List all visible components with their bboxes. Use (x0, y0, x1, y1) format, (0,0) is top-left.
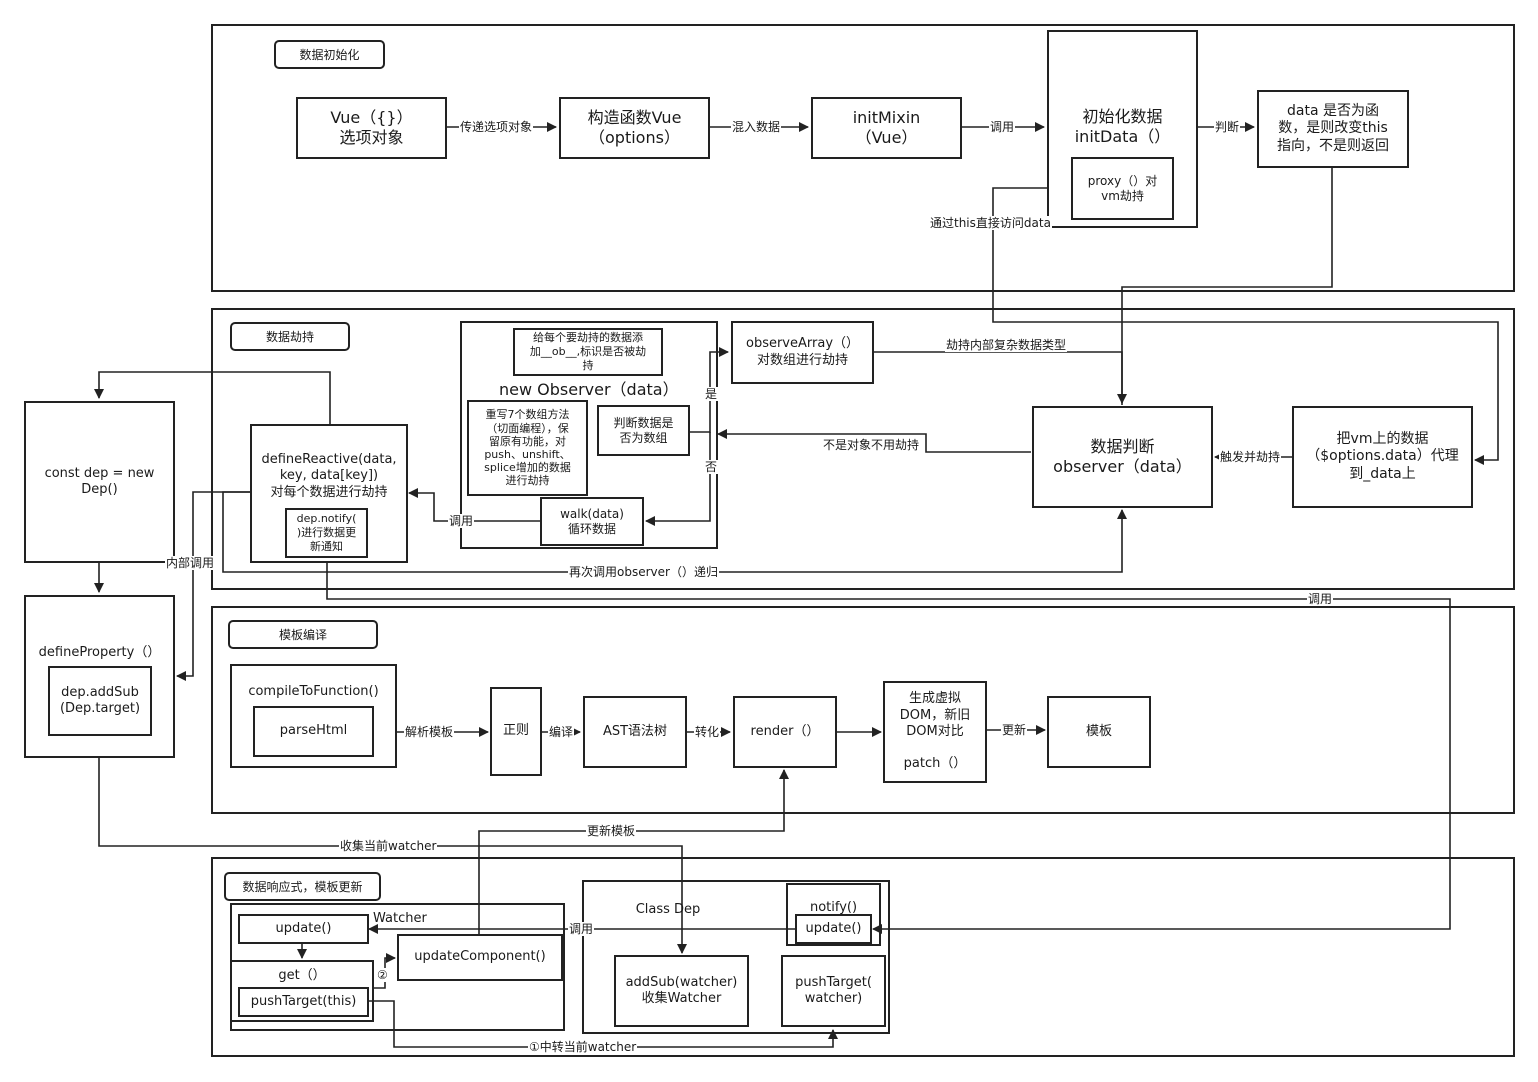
edge-label-hijack-inner: 劫持内部复杂数据类型 (945, 338, 1068, 352)
node-push-target-this: pushTarget(this) (238, 987, 369, 1017)
section-hijack (211, 308, 1515, 590)
edge-relay-watcher (369, 1000, 838, 1048)
node-const-dep: const dep = new Dep() (24, 401, 175, 563)
node-template: 模板 (1047, 696, 1151, 768)
node-vdom-patch: 生成虚拟 DOM，新旧 DOM对比 patch（） (883, 681, 987, 783)
edge-walk-to-definereactive (408, 488, 541, 522)
group-class-dep: Class Dep (582, 880, 890, 1034)
edge-definereactive-to-dep (94, 371, 331, 424)
node-parse-html: parseHtml (253, 706, 374, 757)
edge-label-trigger-hijack: 触发并劫持 (1219, 450, 1282, 464)
edge-label-call-initdata: 调用 (989, 120, 1016, 134)
node-add-sub-watcher: addSub(watcher) 收集Watcher (614, 955, 749, 1027)
node-add-ob-flag: 给每个要劫持的数据添 加__ob__,标识是否被劫 持 (513, 328, 663, 376)
edge-label-compile: 编译 (548, 725, 575, 739)
node-walk: walk(data) 循环数据 (540, 497, 644, 546)
edge-label-yes: 是 (704, 387, 719, 401)
edge-label-collect-watcher: 收集当前watcher (339, 839, 438, 853)
node-update-component: updateComponent() (397, 934, 563, 981)
edge-internal-call (176, 491, 251, 681)
node-regex: 正则 (490, 687, 542, 776)
edge-proxy-access (992, 187, 1499, 465)
node-vm-proxy: 把vm上的数据 （$options.data）代理 到_data上 (1292, 406, 1473, 508)
section-init (211, 24, 1515, 292)
node-init-mixin: initMixin （Vue） (811, 97, 962, 159)
edge-label-internal-call: 内部调用 (165, 556, 216, 570)
edge-label-call-notify: 调用 (1307, 592, 1334, 606)
edge-label-update-dom: 更新 (1001, 723, 1028, 737)
node-watcher-update: update() (238, 914, 369, 944)
edge-label-access-via-this: 通过this直接访问data (929, 216, 1052, 230)
edge-label-parse-template: 解析模板 (404, 725, 455, 739)
section-title-compile: 模板编译 (228, 620, 378, 649)
section-compile (211, 606, 1515, 814)
section-reactive (211, 857, 1515, 1057)
node-vue-options: Vue（{}） 选项对象 (296, 97, 447, 159)
node-rewrite-array-methods: 重写7个数组方法 （切面编程），保 留原有功能，对 push、unshift、 … (467, 400, 588, 496)
label-watcher: Watcher (373, 911, 427, 926)
edge-label-recursive: 再次调用observer（）递归 (568, 565, 719, 579)
node-observe-array: observeArray（） 对数组进行劫持 (731, 321, 874, 384)
edge-label-call-update: 调用 (568, 922, 595, 936)
node-observer-judge: 数据判断 observer（data） (1032, 406, 1213, 508)
edge-label-relay-watcher: ①中转当前watcher (528, 1040, 638, 1054)
edge-notify-call (326, 559, 1451, 934)
node-dep-addsub: dep.addSub (Dep.target) (48, 666, 152, 736)
edge-label-not-object: 不是对象不用劫持 (822, 438, 921, 452)
section-title-init: 数据初始化 (274, 40, 385, 69)
node-watcher-get: get（） (230, 960, 374, 1022)
label-new-observer: new Observer（data） (499, 380, 679, 399)
node-notify: notify() (786, 883, 881, 946)
node-proxy: proxy（）对 vm劫持 (1071, 157, 1174, 220)
node-push-target-watcher: pushTarget( watcher) (781, 955, 886, 1027)
edge-label-judge: 判断 (1214, 120, 1241, 134)
node-vue-constructor: 构造函数Vue （options） (559, 97, 710, 159)
edge-judgefn-to-observer (1117, 167, 1333, 404)
edge-label-call-walk: 调用 (448, 514, 475, 528)
edge-label-pass-options: 传递选项对象 (459, 120, 534, 134)
node-render: render（） (733, 696, 837, 768)
section-title-reactive: 数据响应式，模板更新 (224, 872, 381, 901)
node-dep-notify: dep.notify( )进行数据更 新通知 (285, 508, 368, 558)
node-ast: AST语法树 (583, 696, 687, 768)
edge-label-step2: ② (376, 968, 389, 982)
node-dep-update: update() (795, 914, 872, 944)
edge-label-mixin: 混入数据 (731, 120, 782, 134)
edge-observer-to-observearray (873, 351, 1123, 405)
edge-label-update-template: 更新模板 (586, 824, 637, 838)
node-data-is-function: data 是否为函 数，是则改变this 指向，不是则返回 (1257, 90, 1409, 168)
node-is-array: 判断数据是 否为数组 (597, 405, 690, 456)
edge-not-object (717, 429, 1031, 453)
group-new-observer (460, 321, 718, 549)
edge-label-convert: 转化 (694, 725, 721, 739)
section-title-hijack: 数据劫持 (230, 322, 350, 351)
edge-label-no: 否 (704, 460, 719, 474)
